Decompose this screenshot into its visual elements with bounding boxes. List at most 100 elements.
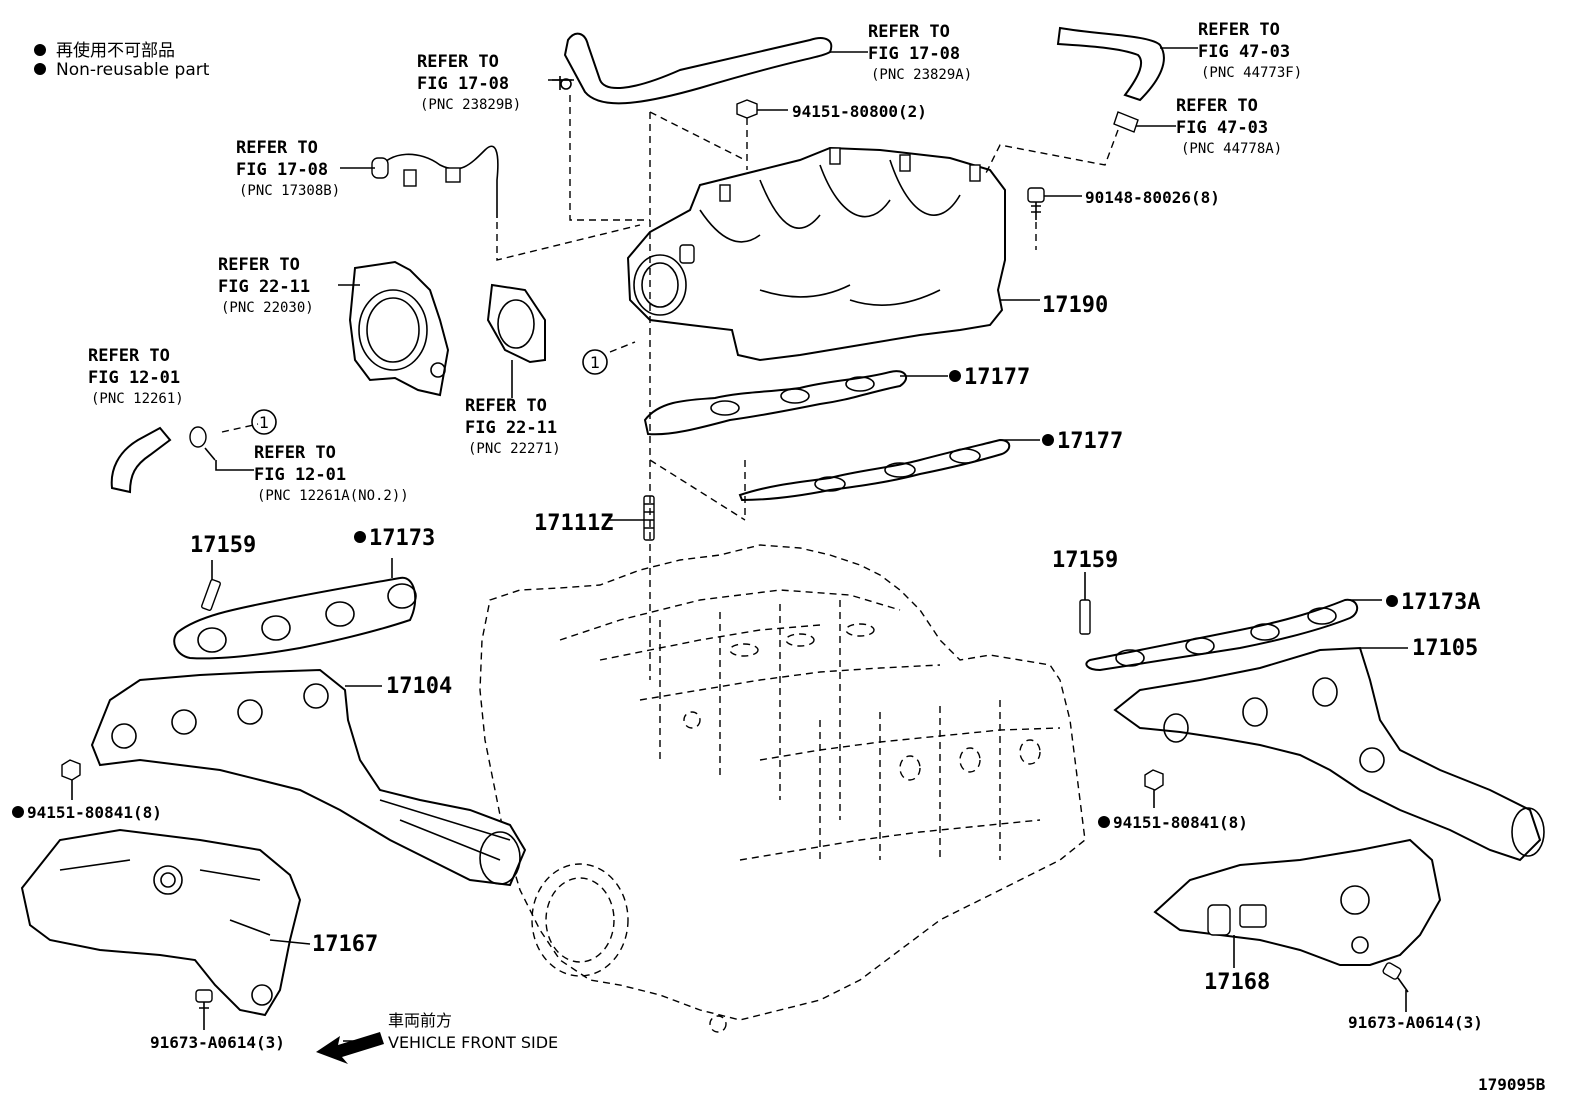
circle-mark-1-hose: 1 xyxy=(251,409,277,435)
ref-label-44778a: REFER TO FIG 47-03 (PNC 44778A) xyxy=(1176,96,1282,157)
non-reusable-dot-icon xyxy=(34,63,46,75)
part-91673-a0614-left: 91673-A0614(3) xyxy=(150,1033,285,1052)
vent-hose-right xyxy=(1056,26,1165,133)
svg-text:FIG 22-11: FIG 22-11 xyxy=(218,277,310,297)
svg-text:REFER TO: REFER TO xyxy=(254,443,336,463)
svg-text:FIG 17-08: FIG 17-08 xyxy=(417,74,509,94)
guide-lines-dashed xyxy=(221,95,1119,680)
part-17104: 17104 xyxy=(386,674,452,699)
ref-label-12261a: REFER TO FIG 12-01 (PNC 12261A(NO.2)) xyxy=(254,443,409,504)
intake-gasket-upper xyxy=(643,370,908,436)
part-17177-upper: 17177 xyxy=(964,365,1030,390)
heat-insulator-left xyxy=(20,828,302,1017)
water-bypass-hose xyxy=(110,426,216,494)
part-94151-80841-right: 94151-80841(8) xyxy=(1113,813,1248,832)
bolt-90148-80026-icon xyxy=(1027,187,1045,220)
part-17159-right: 17159 xyxy=(1052,548,1118,573)
legend-en: Non-reusable part xyxy=(34,60,209,80)
svg-text:(PNC 44778A): (PNC 44778A) xyxy=(1181,141,1282,157)
svg-text:REFER TO: REFER TO xyxy=(88,346,170,366)
stud-17159-left-icon xyxy=(201,579,221,611)
svg-text:REFER TO: REFER TO xyxy=(1176,96,1258,116)
svg-text:REFER TO: REFER TO xyxy=(1198,20,1280,40)
svg-text:(PNC 44773F): (PNC 44773F) xyxy=(1201,65,1302,81)
nut-94151-80841-left-icon xyxy=(61,759,81,781)
part-94151-80800: 94151-80800(2) xyxy=(792,102,927,121)
stud-17159-right-icon xyxy=(1079,599,1091,635)
svg-text:(PNC 23829A): (PNC 23829A) xyxy=(871,67,972,83)
circle-mark-1-text: 1 xyxy=(590,353,600,372)
ref-label-23829a: REFER TO FIG 17-08 (PNC 23829A) xyxy=(868,22,972,83)
part-17159-left: 17159 xyxy=(190,533,256,558)
svg-text:REFER TO: REFER TO xyxy=(868,22,950,42)
part-17190: 17190 xyxy=(1042,293,1108,318)
exhaust-manifold-left xyxy=(90,668,527,887)
ref-label-17308b: REFER TO FIG 17-08 (PNC 17308B) xyxy=(236,138,340,199)
svg-text:FIG 47-03: FIG 47-03 xyxy=(1176,118,1268,138)
part-17167: 17167 xyxy=(312,932,378,957)
non-reusable-dot-icon xyxy=(354,531,366,543)
svg-text:FIG 47-03: FIG 47-03 xyxy=(1198,42,1290,62)
ref-label-23829b: REFER TO FIG 17-08 (PNC 23829B) xyxy=(417,52,521,113)
part-94151-80841-left: 94151-80841(8) xyxy=(27,803,162,822)
non-reusable-dot-icon xyxy=(1098,816,1110,828)
svg-text:FIG 12-01: FIG 12-01 xyxy=(254,465,346,485)
legend-en-label: Non-reusable part xyxy=(56,60,210,80)
non-reusable-dot-icon xyxy=(34,44,46,56)
part-17173: 17173 xyxy=(369,526,435,551)
svg-text:(PNC 12261): (PNC 12261) xyxy=(91,391,184,407)
ref-label-22271: REFER TO FIG 22-11 (PNC 22271) xyxy=(465,396,561,457)
non-reusable-dot-icon xyxy=(949,370,961,382)
circle-mark-1-intake: 1 xyxy=(582,349,608,375)
engine-block xyxy=(479,544,1086,1033)
exhaust-gasket-right xyxy=(1085,598,1359,672)
heat-insulator-right xyxy=(1153,838,1442,966)
svg-text:FIG 22-11: FIG 22-11 xyxy=(465,418,557,438)
part-17173a: 17173A xyxy=(1401,590,1480,615)
non-reusable-dot-icon xyxy=(1386,595,1398,607)
non-reusable-dot-icon xyxy=(12,806,24,818)
stud-17111z-icon xyxy=(643,495,655,541)
bolt-91673-right-icon xyxy=(1382,962,1409,993)
vacuum-switching-harness xyxy=(371,145,499,218)
bolt-91673-left-icon xyxy=(195,989,213,1020)
legend-jp-label: 再使用不可部品 xyxy=(56,41,175,61)
ref-label-44773f: REFER TO FIG 47-03 (PNC 44773F) xyxy=(1198,20,1302,81)
nut-94151-80800-icon xyxy=(736,99,758,119)
svg-text:(PNC 17308B): (PNC 17308B) xyxy=(239,183,340,199)
circle-mark-2-text: 1 xyxy=(259,413,269,432)
part-17105: 17105 xyxy=(1412,636,1478,661)
throttle-body xyxy=(348,260,450,397)
svg-text:REFER TO: REFER TO xyxy=(465,396,547,416)
vehicle-front-jp-label: 車両前方 xyxy=(388,1011,452,1030)
non-reusable-dot-icon xyxy=(1042,434,1054,446)
intake-gasket-lower xyxy=(738,438,1011,502)
legend-jp: 再使用不可部品 xyxy=(34,36,175,61)
vehicle-front-arrow-icon xyxy=(316,1032,384,1064)
svg-text:FIG 12-01: FIG 12-01 xyxy=(88,368,180,388)
nut-94151-80841-right-icon xyxy=(1144,769,1164,791)
svg-text:REFER TO: REFER TO xyxy=(417,52,499,72)
intake-manifold xyxy=(626,146,1006,362)
svg-text:(PNC 23829B): (PNC 23829B) xyxy=(420,97,521,113)
svg-text:REFER TO: REFER TO xyxy=(218,255,300,275)
svg-text:(PNC 22271): (PNC 22271) xyxy=(468,441,561,457)
vehicle-front-en-label: VEHICLE FRONT SIDE xyxy=(388,1033,558,1052)
part-17111z: 17111Z xyxy=(534,511,613,536)
svg-text:FIG 17-08: FIG 17-08 xyxy=(868,44,960,64)
svg-text:(PNC 12261A(NO.2)): (PNC 12261A(NO.2)) xyxy=(257,488,409,504)
part-90148-80026: 90148-80026(8) xyxy=(1085,188,1220,207)
throttle-body-gasket xyxy=(486,283,546,364)
part-17168: 17168 xyxy=(1204,970,1270,995)
part-17177-lower: 17177 xyxy=(1057,429,1123,454)
ref-label-12261: REFER TO FIG 12-01 (PNC 12261) xyxy=(88,346,184,407)
exhaust-manifold-right xyxy=(1113,646,1545,862)
pcv-hose-left xyxy=(552,32,833,105)
svg-text:REFER TO: REFER TO xyxy=(236,138,318,158)
ref-label-22030: REFER TO FIG 22-11 (PNC 22030) xyxy=(218,255,314,316)
svg-text:FIG 17-08: FIG 17-08 xyxy=(236,160,328,180)
figure-id: 179095B xyxy=(1478,1075,1546,1094)
part-91673-a0614-right: 91673-A0614(3) xyxy=(1348,1013,1483,1032)
svg-text:(PNC 22030): (PNC 22030) xyxy=(221,300,314,316)
exhaust-gasket-left xyxy=(173,576,417,660)
